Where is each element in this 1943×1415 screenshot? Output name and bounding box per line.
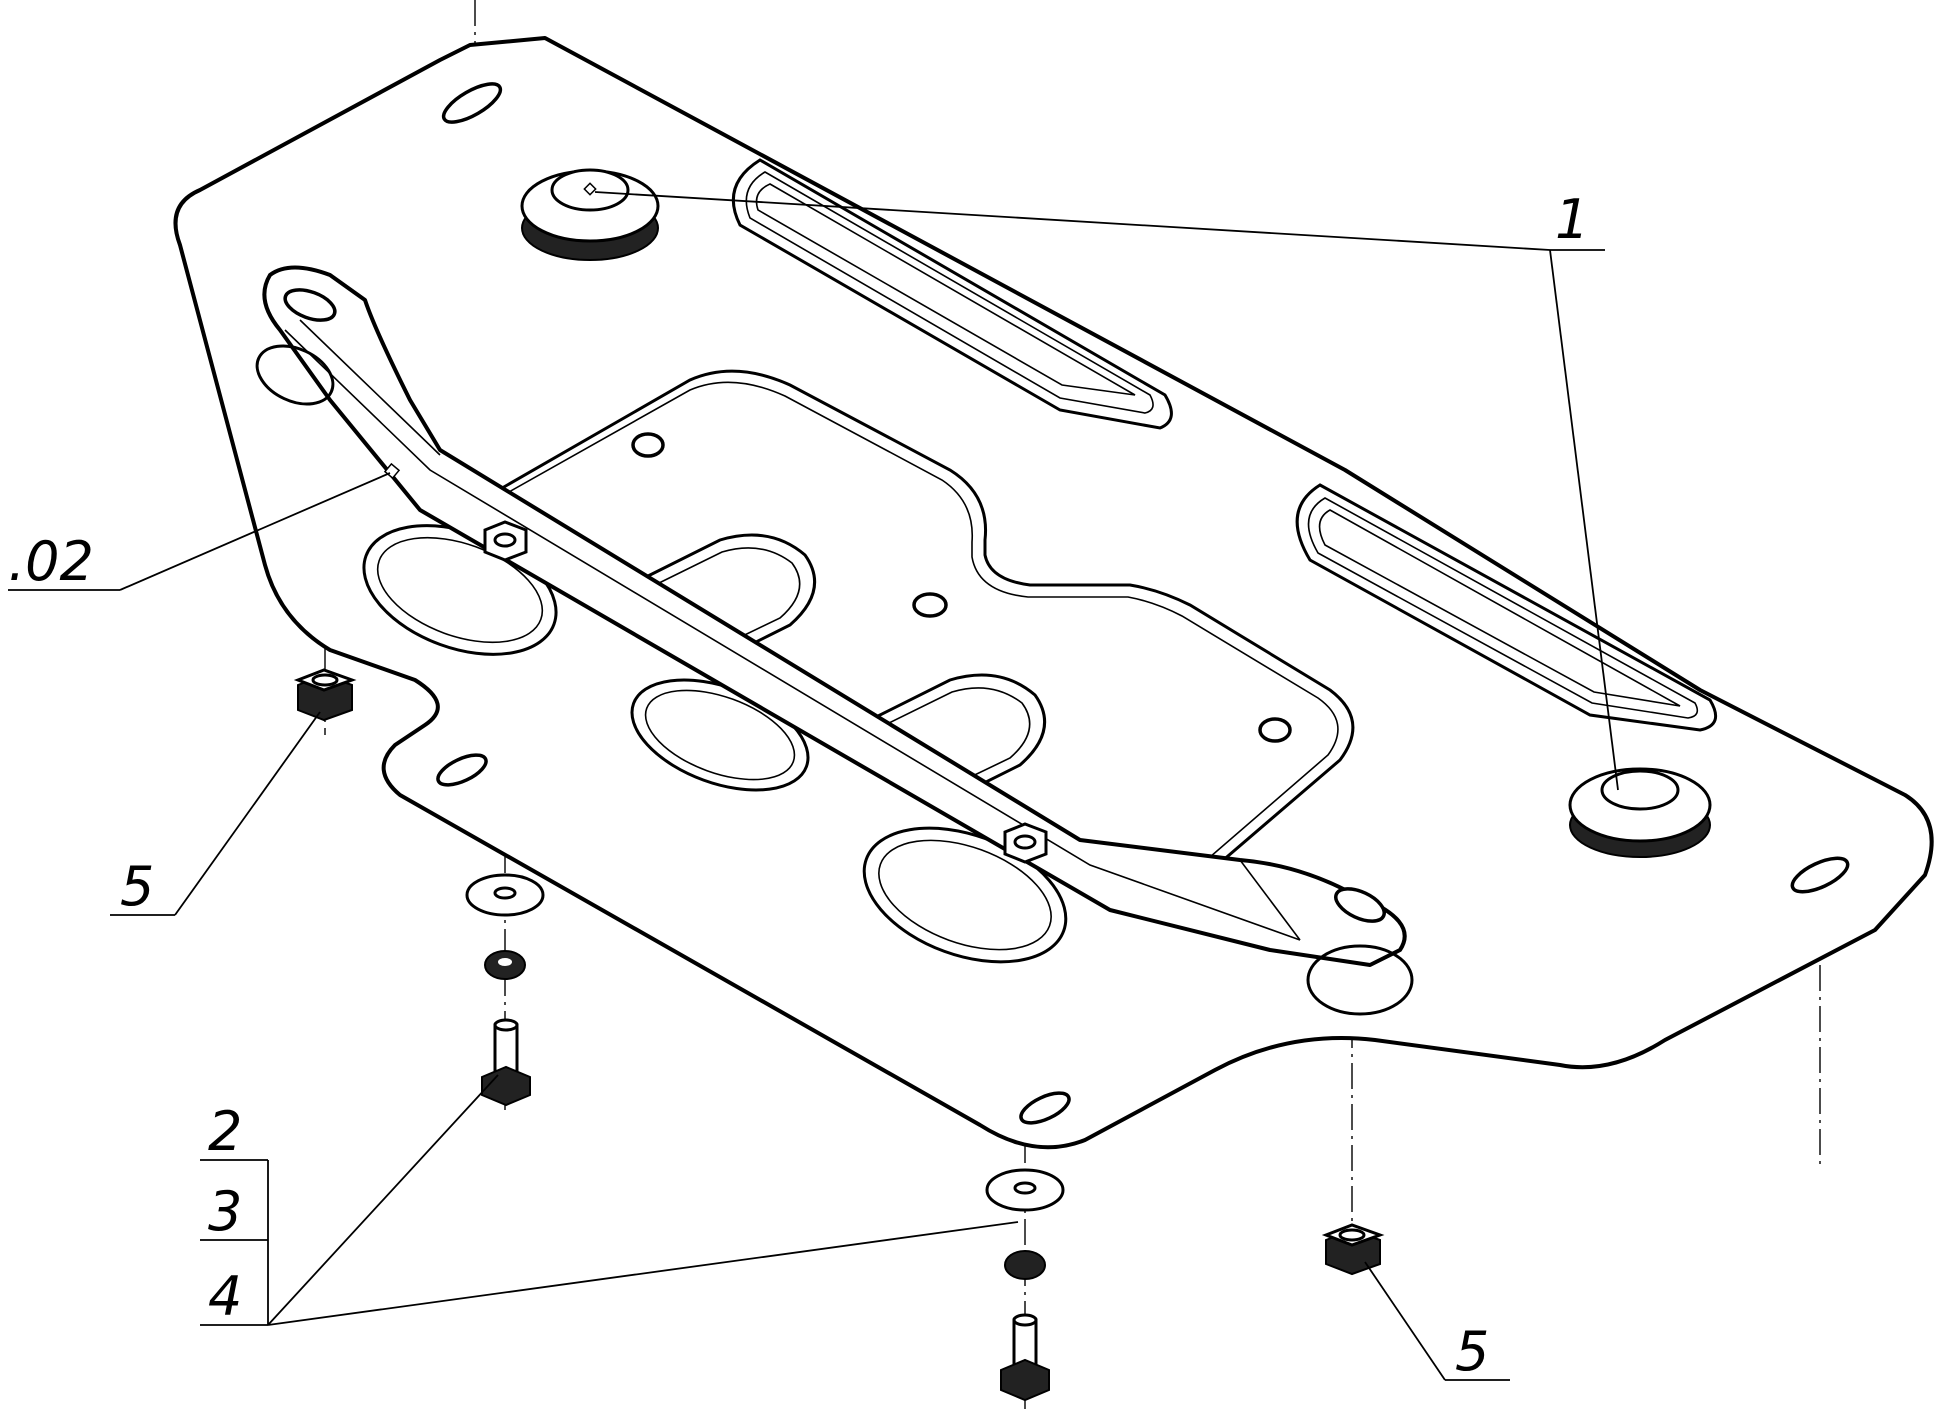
washer-center: [985, 1168, 1065, 1212]
washer-left: [465, 873, 545, 917]
callout-part-02: .02: [8, 530, 94, 593]
bolt-center: [1000, 1313, 1050, 1402]
callout-part-5-right: 5: [1455, 1320, 1489, 1383]
lockwasher-center: [1004, 1250, 1046, 1280]
callout-part-5-left: 5: [120, 855, 154, 918]
round-holes: [631, 432, 1292, 743]
leader-lines: [8, 191, 1619, 1381]
bolt-left: [481, 1018, 531, 1107]
callout-part-3: 3: [208, 1180, 242, 1243]
mounting-slots: [436, 82, 1850, 1125]
callout-part-4: 4: [208, 1265, 242, 1328]
nut-right: [1321, 1223, 1385, 1276]
nut-left: [293, 668, 357, 722]
brace-nuts: [483, 520, 1048, 864]
boss-left: [520, 168, 660, 261]
callout-part-1: 1: [1555, 188, 1589, 251]
callout-part-2: 2: [208, 1100, 242, 1163]
cross-brace: [255, 265, 1414, 1016]
lockwasher-left: [484, 950, 526, 980]
top-rib: [731, 158, 1173, 430]
central-recess: [487, 369, 1355, 893]
right-rib: [1295, 483, 1718, 732]
skid-plate-outline: [173, 36, 1934, 1150]
boss-right: [1568, 767, 1712, 858]
